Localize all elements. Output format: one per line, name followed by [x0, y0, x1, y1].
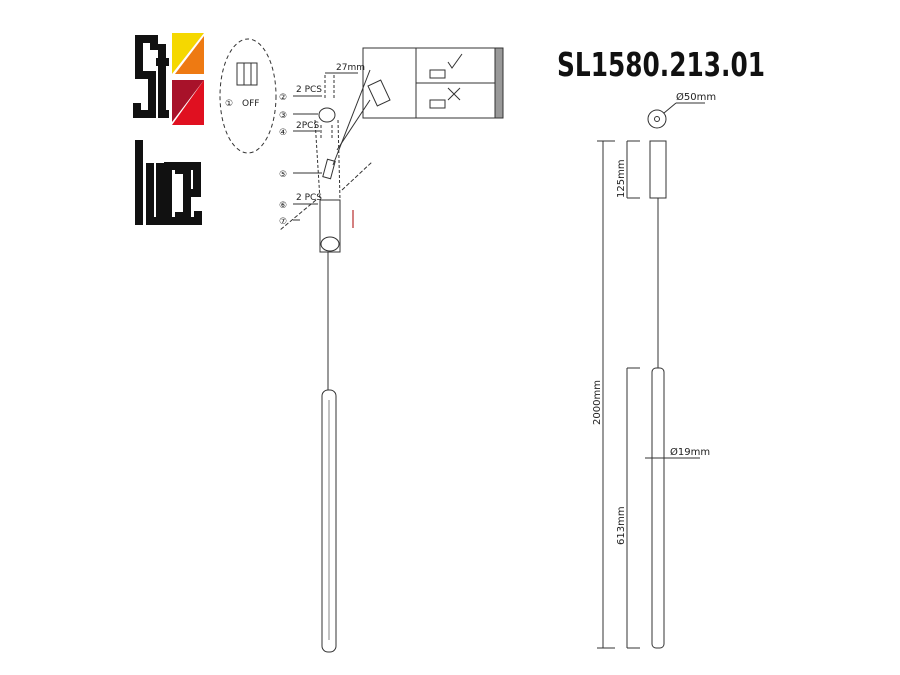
logo-lettering	[133, 35, 202, 225]
brand-logo	[133, 33, 204, 225]
part-number: ③	[279, 111, 287, 121]
rod-diameter: Ø19mm	[670, 446, 710, 458]
step-number: ①	[225, 99, 233, 109]
rod-length: 613mm	[616, 506, 627, 545]
part-number: ②	[279, 93, 287, 103]
power-off-step: ① OFF	[219, 38, 277, 154]
exploded-assembly	[279, 47, 504, 653]
part-number: ⑥	[279, 201, 287, 211]
part-number: ⑤	[279, 170, 287, 180]
part-labels: ② 2 PCS ③ ④ 2PCS ⑤ ⑥ 2 PCS ⑦	[279, 85, 322, 227]
canopy-diameter: Ø50mm	[676, 91, 716, 103]
canopy-height: 125mm	[616, 159, 627, 198]
total-height: 2000mm	[592, 380, 603, 425]
model-number: SL1580.213.01	[557, 45, 765, 84]
spacing-label: 27mm	[336, 63, 365, 73]
part-number: ④	[279, 128, 287, 138]
part-qty: 2 PCS	[296, 193, 322, 203]
off-label: OFF	[242, 99, 259, 109]
part-number: ⑦	[279, 217, 287, 227]
part-qty: 2PCS	[296, 121, 319, 131]
part-qty: 2 PCS	[296, 85, 322, 95]
dimension-drawing	[597, 102, 705, 649]
